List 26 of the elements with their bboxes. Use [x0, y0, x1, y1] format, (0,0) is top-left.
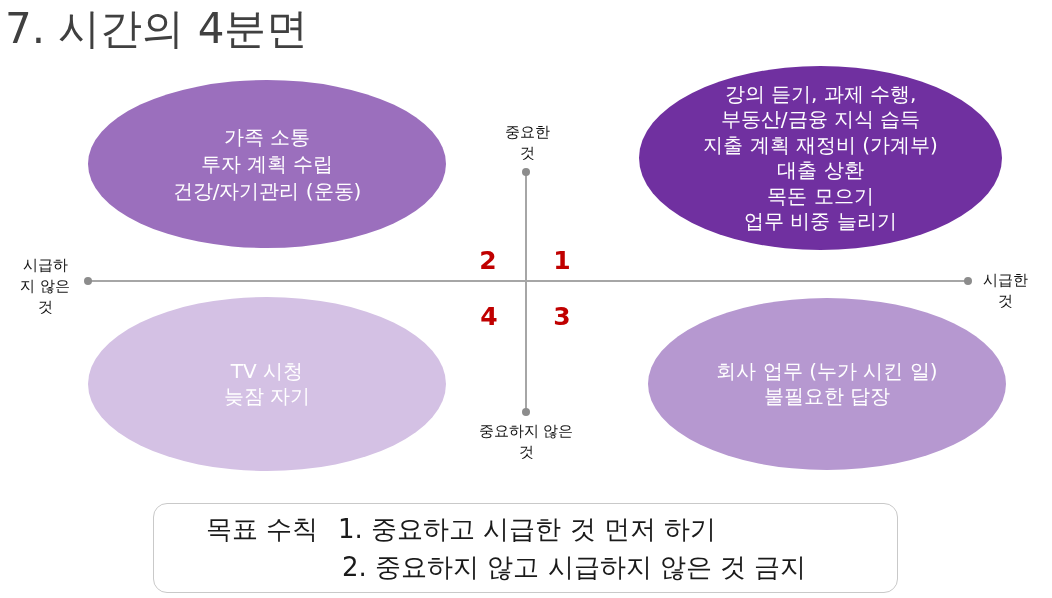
- task-text: 회사 업무 (누가 시킨 일): [716, 359, 938, 384]
- task-text: 업무 비중 늘리기: [744, 209, 897, 235]
- quadrant-number: 3: [552, 302, 572, 332]
- rules-heading: 목표 수칙: [206, 513, 319, 546]
- axis-label: 중요한 것: [503, 122, 551, 164]
- axis-label: 시급한 것: [981, 270, 1029, 312]
- task-text: 가족 소통: [223, 123, 311, 151]
- rules-box: [153, 503, 898, 593]
- task-text: 목돈 모으기: [767, 183, 874, 209]
- task-text: 불필요한 답장: [763, 384, 891, 409]
- quadrant-number: 1: [552, 246, 572, 276]
- axis-label: 시급하지 않은 것: [19, 255, 71, 318]
- task-text: 부동산/금융 지식 습득: [720, 107, 921, 133]
- task-text: 건강/자기관리 (운동): [172, 177, 362, 205]
- task-text: 투자 계획 수립: [200, 150, 334, 178]
- rule-text: 2. 중요하지 않고 시급하지 않은 것 금지: [342, 551, 807, 584]
- task-text: 늦잠 자기: [223, 384, 311, 409]
- task-text: 강의 듣기, 과제 수행,: [724, 81, 917, 107]
- quadrant-number: 4: [479, 302, 499, 332]
- task-text: 대출 상환: [777, 158, 864, 184]
- page-title: 7. 시간의 4분면: [5, 3, 309, 55]
- rule-text: 1. 중요하고 시급한 것 먼저 하기: [338, 513, 717, 546]
- task-text: 지출 계획 재정비 (가계부): [703, 132, 938, 158]
- task-text: TV 시청: [230, 359, 304, 384]
- quadrant-number: 2: [478, 246, 498, 276]
- axis-label: 중요하지 않은 것: [477, 421, 575, 463]
